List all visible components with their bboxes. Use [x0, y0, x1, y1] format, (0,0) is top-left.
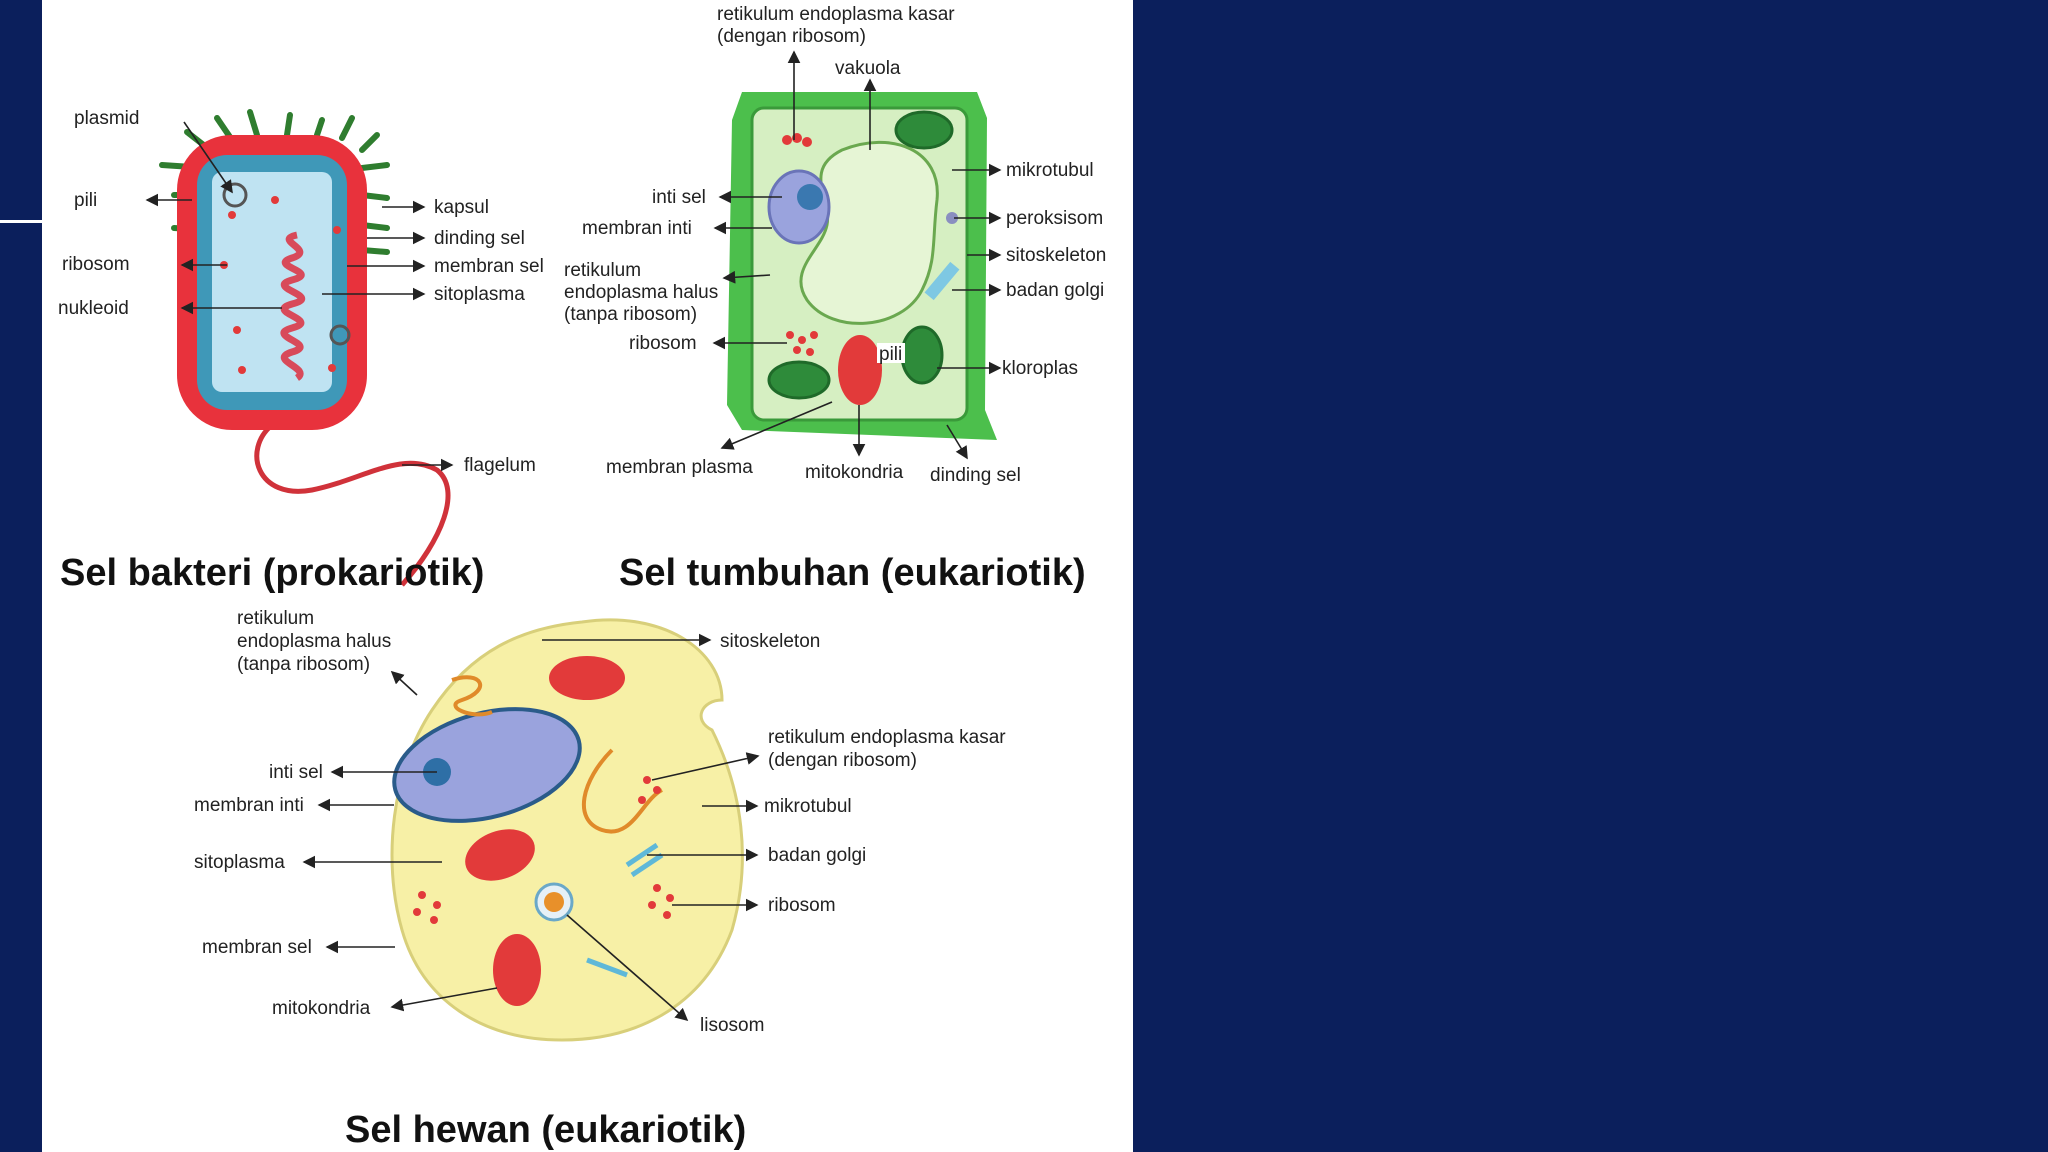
label-plant-pili: pili	[879, 344, 902, 365]
bacteria-plasmid-2	[329, 324, 351, 346]
label-plant-rek-1: retikulum endoplasma kasar	[717, 4, 955, 25]
label-bacteria-dinding-sel: dinding sel	[434, 228, 525, 249]
animal-lysosome-core	[544, 892, 564, 912]
label-plasmid: plasmid	[74, 108, 139, 129]
label-kapsul: kapsul	[434, 197, 489, 218]
label-plant-mikrotubul: mikrotubul	[1006, 160, 1094, 181]
bacteria-leaders	[145, 121, 454, 472]
label-animal-reh-3: (tanpa ribosom)	[237, 654, 370, 675]
cell-diagram-panel: plasmid pili ribosom nukleoid kapsul din…	[42, 0, 1133, 1152]
label-membran-plasma: membran plasma	[606, 457, 753, 478]
plant-nucleus	[767, 169, 831, 245]
label-plant-badan-golgi: badan golgi	[1006, 280, 1104, 301]
plant-pili-tag	[877, 343, 905, 363]
label-bacteria-ribosom: ribosom	[62, 254, 130, 275]
left-edge-line	[0, 220, 42, 223]
label-kloroplas: kloroplas	[1002, 358, 1078, 379]
label-plant-inti-sel: inti sel	[652, 187, 706, 208]
label-plant-reh-2: endoplasma halus	[564, 282, 718, 303]
label-plant-reh-3: (tanpa ribosom)	[564, 304, 697, 325]
bacteria-cell: plasmid pili ribosom nukleoid kapsul din…	[58, 108, 544, 594]
plant-nucleolus	[797, 184, 823, 210]
label-lisosom: lisosom	[700, 1015, 764, 1036]
label-vakuola: vakuola	[835, 58, 901, 79]
plant-golgi	[924, 261, 960, 301]
label-animal-ribosom: ribosom	[768, 895, 836, 916]
plant-title: Sel tumbuhan (eukariotik)	[619, 552, 1086, 594]
animal-title: Sel hewan (eukariotik)	[345, 1109, 746, 1151]
bacteria-nucleoid	[280, 231, 306, 381]
label-animal-rek-2: (dengan ribosom)	[768, 750, 917, 771]
label-animal-badan-golgi: badan golgi	[768, 845, 866, 866]
label-bacteria-sitoplasma: sitoplasma	[434, 284, 525, 305]
label-peroksisom: peroksisom	[1006, 208, 1103, 229]
label-plant-sitoskeleton: sitoskeleton	[1006, 245, 1106, 266]
label-plant-reh-1: retikulum	[564, 260, 641, 281]
label-nukleoid: nukleoid	[58, 298, 129, 319]
label-animal-membran-sel: membran sel	[202, 937, 312, 958]
label-plant-mitokondria: mitokondria	[805, 462, 904, 483]
plant-peroxisome	[946, 212, 958, 224]
label-animal-inti-sel: inti sel	[269, 762, 323, 783]
label-plant-dinding-sel: dinding sel	[930, 465, 1021, 486]
animal-smooth-er	[451, 675, 664, 834]
label-plant-membran-inti: membran inti	[582, 218, 692, 239]
animal-golgi	[586, 842, 664, 978]
label-flagelum: flagelum	[464, 455, 536, 476]
plant-chloroplasts	[767, 110, 954, 400]
label-pili: pili	[74, 190, 97, 211]
label-animal-reh-2: endoplasma halus	[237, 631, 391, 652]
bacteria-title: Sel bakteri (prokariotik)	[60, 552, 484, 594]
plant-leaders	[712, 50, 1002, 460]
label-animal-reh-1: retikulum	[237, 608, 314, 629]
animal-leaders	[302, 633, 760, 1022]
plant-mitochondria	[838, 335, 882, 405]
label-animal-sitoplasma: sitoplasma	[194, 852, 285, 873]
label-animal-sitoskeleton: sitoskeleton	[720, 631, 820, 652]
bacteria-flagellum	[254, 423, 451, 587]
label-animal-mikrotubul: mikrotubul	[764, 796, 852, 817]
label-animal-rek-1: retikulum endoplasma kasar	[768, 727, 1006, 748]
bacteria-ribosomes	[220, 196, 341, 374]
label-plant-rek-2: (dengan ribosom)	[717, 26, 866, 47]
animal-mitochondria	[465, 656, 625, 1006]
animal-cell: retikulum endoplasma halus (tanpa riboso…	[194, 608, 1006, 1151]
bacteria-plasmid	[222, 182, 248, 208]
animal-ribosomes	[413, 776, 674, 924]
cell-diagram: plasmid pili ribosom nukleoid kapsul din…	[58, 4, 1106, 1151]
plant-cell: pili retikulum endo	[564, 4, 1106, 594]
label-plant-ribosom: ribosom	[629, 333, 697, 354]
label-animal-mitokondria: mitokondria	[272, 998, 371, 1019]
label-bacteria-membran-sel: membran sel	[434, 256, 544, 277]
label-animal-membran-inti: membran inti	[194, 795, 304, 816]
plant-ribosomes	[782, 133, 818, 356]
bacteria-cytoplasm	[212, 172, 332, 392]
